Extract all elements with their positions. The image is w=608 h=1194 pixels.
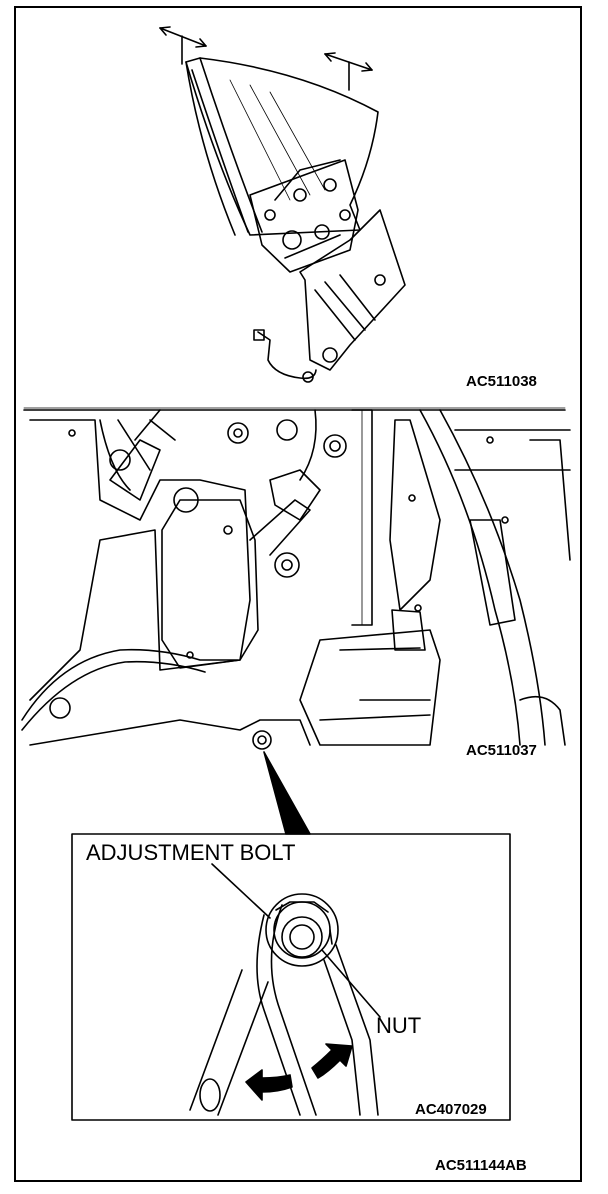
- rotation-arrows: [245, 1043, 353, 1101]
- adjustment-bolt-label: ADJUSTMENT BOLT: [86, 840, 296, 865]
- detail-box: [71, 833, 511, 1121]
- detail-pointer: [263, 751, 311, 835]
- mounting-bolt-1: [227, 422, 249, 444]
- mounting-bolt-2: [323, 434, 347, 458]
- mirror-mounting-drawing: [21, 407, 571, 750]
- diagram-frame: [14, 6, 582, 1182]
- figure-code-overall: AC511144AB: [435, 1157, 527, 1174]
- nut-label: NUT: [376, 1013, 422, 1038]
- mirror-assembly-drawing: [159, 26, 406, 383]
- figure-code-top: AC511038: [466, 373, 537, 390]
- movement-arrow-left: [159, 26, 207, 65]
- adjustment-bolt-location: [252, 730, 272, 750]
- wrench-and-bolt-drawing: [189, 863, 381, 1116]
- figure-code-detail: AC407029: [415, 1101, 487, 1118]
- movement-arrow-right: [324, 52, 373, 91]
- mounting-bolt-3: [274, 552, 300, 578]
- figure-code-middle: AC511037: [466, 742, 537, 759]
